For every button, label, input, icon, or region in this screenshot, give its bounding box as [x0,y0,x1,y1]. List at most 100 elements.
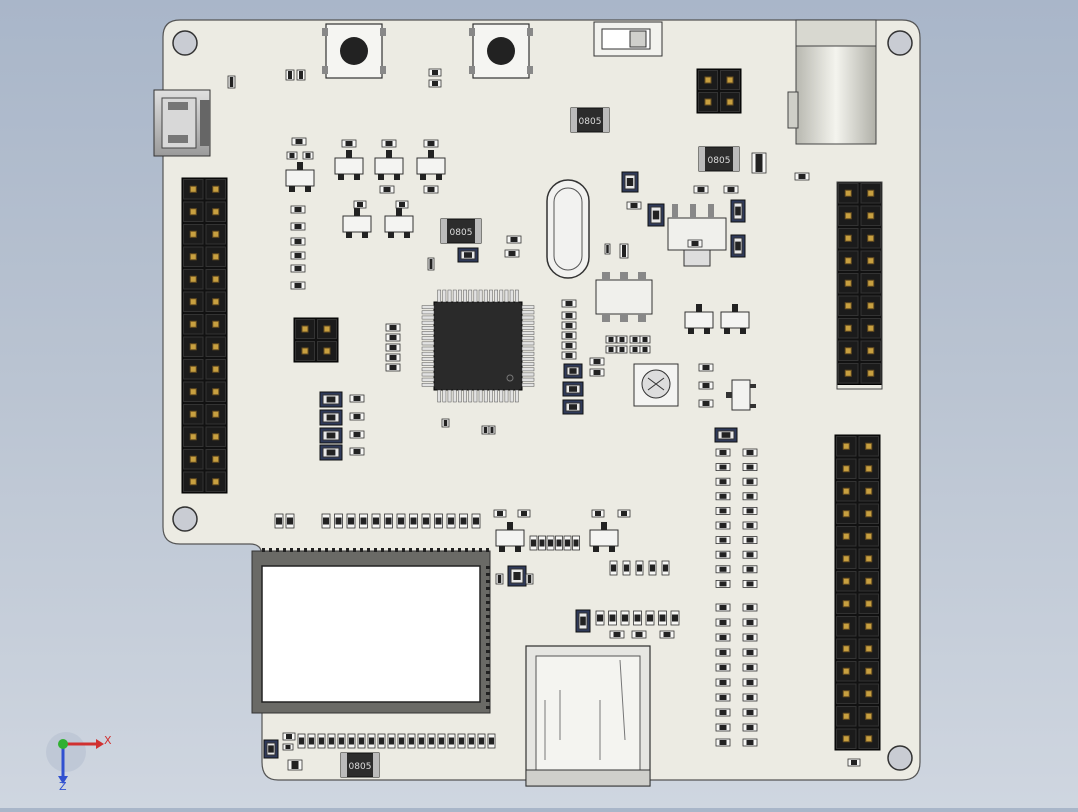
smd-capacitor [471,513,481,529]
smd-resistor [282,743,294,751]
smd-resistor [395,200,409,209]
sot23-transistor-6 [684,304,714,334]
header-pin [189,478,197,486]
header-pin [212,410,220,418]
header-pin [842,645,850,653]
header-pin [865,442,873,450]
smd-capacitor [347,733,356,749]
coordinate-triad: X Z [46,732,112,793]
smd-capacitor [357,733,366,749]
smd-capacitor [359,513,368,529]
smd-resistor [290,222,306,231]
header-pin [212,388,220,396]
header-pin [865,735,873,743]
header-pin [704,98,712,106]
dc-power-jack[interactable] [787,19,877,145]
pin-header-left[interactable] [181,177,228,494]
header-pin [212,478,220,486]
header-pin [212,275,220,283]
smd-capacitor [572,535,580,551]
mounting-hole-top-right [887,30,913,56]
smd-resistor [605,345,617,354]
smd-resistor [227,75,236,89]
smd-resistor [715,550,731,559]
header-pin [212,208,220,216]
smd-resistor [296,69,306,81]
jumper-header-top[interactable] [696,68,742,114]
header-pin [189,298,197,306]
header-pin [865,690,873,698]
microsd-card-slot[interactable] [525,645,651,787]
smd-resistor [631,630,647,639]
sot23-transistor-2 [374,150,404,180]
header-pin [865,645,873,653]
pin-header-right-top-frame [836,181,883,390]
smd-resistor [715,536,731,544]
header-pin [865,487,873,495]
smd-resistor [385,323,401,332]
sot23-transistor-3 [416,150,446,180]
header-pin [189,343,197,351]
smd-resistor [349,394,365,403]
reset-button[interactable] [322,23,386,79]
smd-resistor [742,521,758,530]
smd-resistor [742,536,758,544]
pin-header-right-bottom[interactable] [834,434,881,751]
smd-capacitor [457,733,466,749]
trim-potentiometer[interactable] [633,363,679,407]
header-pin [189,410,197,418]
smd-capacitor [555,535,563,551]
smd-resistor [715,708,731,717]
tantalum-capacitor [563,363,583,379]
header-pin [726,76,734,84]
header-pin [323,325,331,333]
tantalum-capacitor [319,391,343,408]
header-pin [867,279,875,287]
triad-z-label: Z [59,780,67,793]
header-pin [842,735,850,743]
pin-header-right-top[interactable] [836,181,883,385]
header-pin [865,510,873,518]
display-module[interactable] [251,550,491,714]
usb-connector[interactable] [153,89,211,157]
smd-resistor [517,509,531,518]
smd-capacitor [321,513,331,529]
header-pin [189,388,197,396]
header-pin [865,622,873,630]
smd-resistor [742,580,758,588]
inductor-2-marking: 0805 [708,156,731,166]
smd-resistor [742,506,758,515]
header-pin [867,257,875,265]
smd-resistor [525,573,534,585]
smd-capacitor [297,733,306,749]
header-pin [189,185,197,193]
smd-resistor [742,463,758,472]
sot23-transistor-7 [720,304,750,334]
user-button[interactable] [469,23,533,79]
header-pin [726,98,734,106]
header-pin [212,298,220,306]
smd-capacitor [371,513,381,529]
smd-capacitor [434,513,443,529]
header-pin [212,433,220,441]
smd-resistor [349,447,365,456]
smd-resistor [589,368,605,377]
smd-resistor [659,630,675,639]
slide-switch[interactable] [593,21,663,57]
header-pin [867,302,875,310]
header-pin [842,510,850,518]
smd-capacitor [635,560,644,576]
smd-capacitor [487,733,496,749]
smd-resistor [698,363,714,372]
header-pin [189,365,197,373]
smd-resistor [349,412,365,421]
header-pin [865,532,873,540]
header-pin [704,76,712,84]
smd-capacitor [327,733,336,749]
smd-resistor [589,357,605,366]
smd-resistor [290,251,306,260]
jumper-header-mid[interactable] [293,317,339,363]
smd-resistor [742,648,758,657]
